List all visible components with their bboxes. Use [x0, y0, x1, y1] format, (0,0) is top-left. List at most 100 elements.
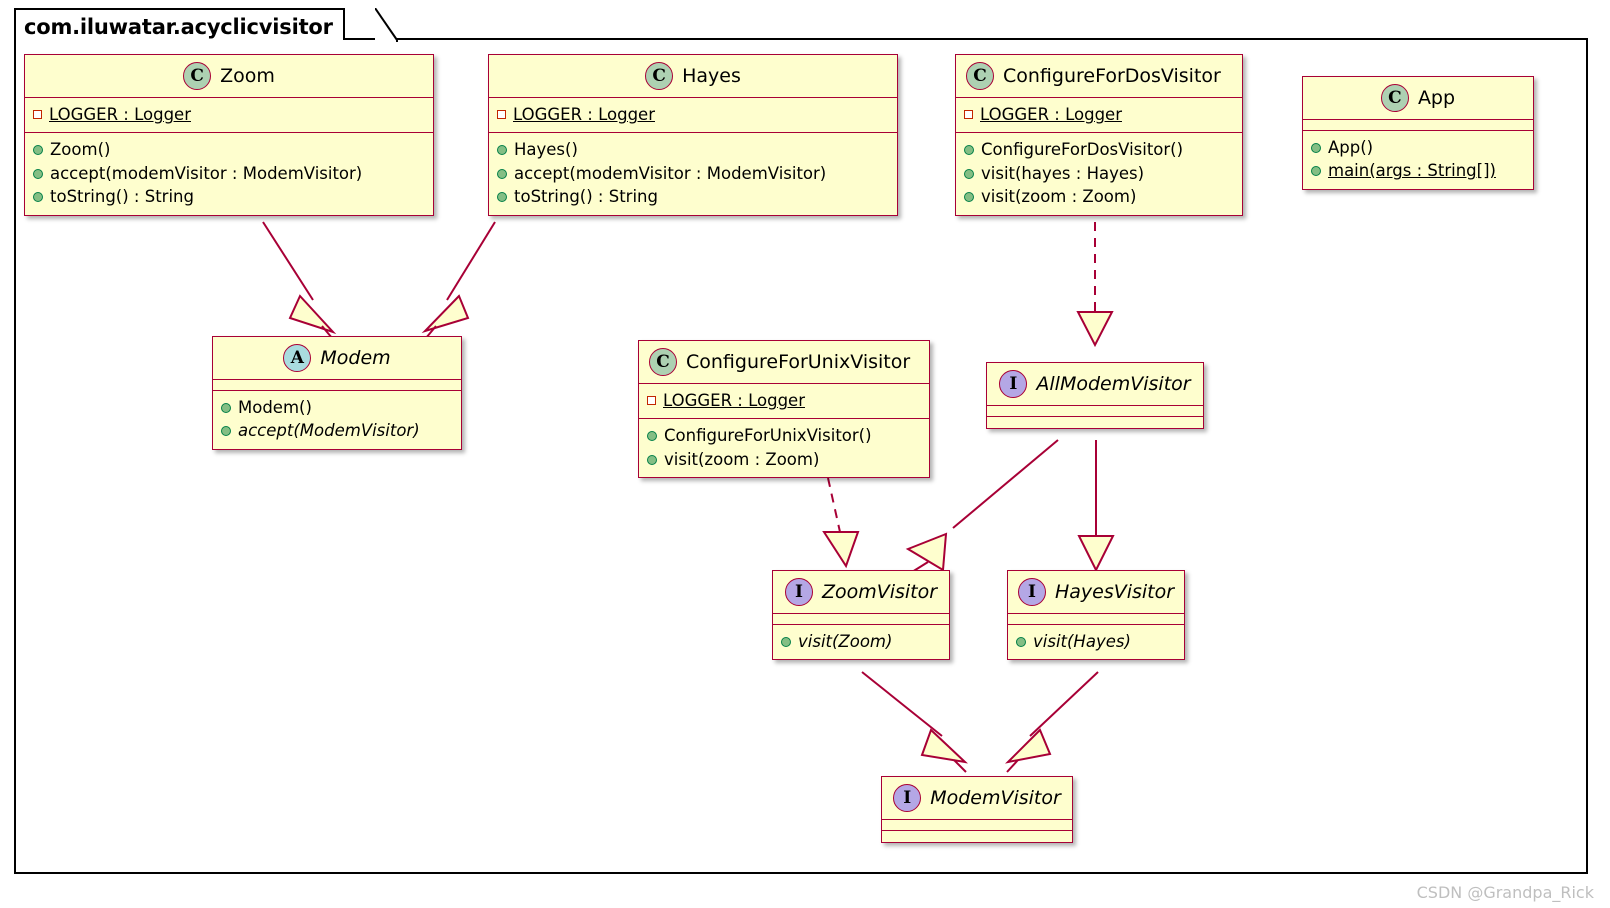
method-row: visit(zoom : Zoom)	[964, 185, 1234, 208]
private-field-icon	[647, 396, 656, 406]
public-method-icon	[1311, 166, 1321, 177]
method-row: visit(zoom : Zoom)	[647, 448, 921, 471]
method-label: visit(zoom : Zoom)	[981, 187, 1137, 207]
field-compartment-configure-for-unix-visitor: LOGGER : Logger	[639, 384, 929, 420]
public-method-icon	[964, 191, 974, 202]
method-label: Zoom()	[50, 140, 111, 160]
interface-badge-icon: I	[893, 784, 922, 812]
method-label: main(args : String[])	[1328, 161, 1496, 181]
class-name-configure-for-unix-visitor: ConfigureForUnixVisitor	[686, 351, 911, 373]
method-compartment-zoom-visitor: visit(Zoom)	[773, 625, 949, 659]
field-compartment-hayes: LOGGER : Logger	[489, 98, 897, 134]
method-compartment-app: App() main(args : String[])	[1303, 131, 1533, 189]
package-tab: com.iluwatar.acyclicvisitor	[14, 8, 345, 40]
field-label: LOGGER : Logger	[513, 105, 655, 124]
package-name-label: com.iluwatar.acyclicvisitor	[24, 14, 333, 39]
public-method-icon	[964, 168, 974, 179]
class-header-app: C App	[1303, 77, 1533, 120]
class-header-zoom: C Zoom	[25, 55, 433, 98]
class-header-configure-for-dos-visitor: C ConfigureForDosVisitor	[956, 55, 1242, 98]
class-badge-icon: C	[1380, 84, 1409, 112]
private-field-icon	[497, 110, 506, 120]
public-method-icon	[221, 402, 231, 413]
interface-header-modem-visitor: I ModemVisitor	[882, 777, 1072, 820]
method-label: accept(ModemVisitor)	[238, 421, 420, 441]
interface-box-zoom-visitor[interactable]: I ZoomVisitor visit(Zoom)	[772, 570, 950, 661]
interface-box-all-modem-visitor[interactable]: I AllModemVisitor	[986, 362, 1204, 429]
method-compartment-configure-for-dos-visitor: ConfigureForDosVisitor() visit(hayes : H…	[956, 133, 1242, 214]
method-label: App()	[1328, 138, 1374, 157]
field-row: LOGGER : Logger	[497, 103, 889, 126]
public-method-icon	[33, 145, 43, 156]
method-label: Hayes()	[514, 140, 578, 160]
interface-header-zoom-visitor: I ZoomVisitor	[773, 571, 949, 614]
field-compartment-zoom: LOGGER : Logger	[25, 98, 433, 134]
class-box-hayes[interactable]: C Hayes LOGGER : Logger Hayes() accept(m…	[488, 54, 898, 216]
method-row: ConfigureForUnixVisitor()	[647, 424, 921, 447]
public-method-icon	[1016, 636, 1026, 647]
class-box-configure-for-dos-visitor[interactable]: C ConfigureForDosVisitor LOGGER : Logger…	[955, 54, 1243, 216]
field-compartment-app	[1303, 120, 1533, 131]
method-row: toString() : String	[497, 185, 889, 208]
class-box-app[interactable]: C App App() main(args : String[])	[1302, 76, 1534, 190]
interface-name-hayes-visitor: HayesVisitor	[1054, 581, 1175, 603]
class-name-configure-for-dos-visitor: ConfigureForDosVisitor	[1003, 65, 1221, 87]
method-row: Zoom()	[33, 138, 425, 161]
method-row: visit(hayes : Hayes)	[964, 162, 1234, 185]
field-compartment-configure-for-dos-visitor: LOGGER : Logger	[956, 98, 1242, 134]
method-compartment-all-modem-visitor	[987, 417, 1203, 428]
field-row: LOGGER : Logger	[33, 103, 425, 126]
public-method-icon	[221, 426, 231, 437]
public-method-icon	[33, 191, 43, 202]
class-name-app: App	[1417, 87, 1456, 109]
class-name-zoom: Zoom	[220, 65, 275, 87]
class-box-zoom[interactable]: C Zoom LOGGER : Logger Zoom() accept(mod…	[24, 54, 434, 216]
public-method-icon	[647, 454, 657, 465]
class-badge-icon: C	[966, 62, 994, 90]
field-compartment-all-modem-visitor	[987, 406, 1203, 417]
public-method-icon	[497, 145, 507, 156]
method-label: visit(hayes : Hayes)	[981, 163, 1145, 183]
method-row: toString() : String	[33, 185, 425, 208]
field-row: LOGGER : Logger	[647, 389, 921, 412]
interface-name-all-modem-visitor: AllModemVisitor	[1036, 373, 1191, 395]
interface-name-zoom-visitor: ZoomVisitor	[821, 581, 938, 603]
interface-badge-icon: I	[999, 370, 1028, 398]
method-row: accept(modemVisitor : ModemVisitor)	[497, 162, 889, 185]
method-compartment-modem-visitor	[882, 831, 1072, 842]
method-label: visit(zoom : Zoom)	[664, 449, 820, 469]
method-label: Modem()	[238, 398, 312, 417]
method-label: visit(Hayes)	[1033, 632, 1131, 651]
method-label: accept(modemVisitor : ModemVisitor)	[514, 163, 827, 183]
private-field-icon	[964, 110, 973, 120]
class-badge-icon: C	[649, 348, 677, 376]
method-label: visit(Zoom)	[798, 632, 893, 651]
method-compartment-zoom: Zoom() accept(modemVisitor : ModemVisito…	[25, 133, 433, 214]
interface-badge-icon: I	[784, 578, 813, 606]
field-compartment-modem-visitor	[882, 820, 1072, 831]
private-field-icon	[33, 110, 42, 120]
interface-box-modem-visitor[interactable]: I ModemVisitor	[881, 776, 1073, 843]
method-label: ConfigureForUnixVisitor()	[664, 426, 872, 446]
method-compartment-hayes: Hayes() accept(modemVisitor : ModemVisit…	[489, 133, 897, 214]
method-label: toString() : String	[514, 187, 658, 207]
method-compartment-configure-for-unix-visitor: ConfigureForUnixVisitor() visit(zoom : Z…	[639, 419, 929, 477]
field-compartment-modem	[213, 380, 461, 391]
interface-box-hayes-visitor[interactable]: I HayesVisitor visit(Hayes)	[1007, 570, 1185, 661]
interface-header-all-modem-visitor: I AllModemVisitor	[987, 363, 1203, 406]
field-compartment-hayes-visitor	[1008, 614, 1184, 625]
public-method-icon	[647, 431, 657, 442]
public-method-icon	[497, 168, 507, 179]
method-row: accept(modemVisitor : ModemVisitor)	[33, 162, 425, 185]
method-row: Hayes()	[497, 138, 889, 161]
method-compartment-hayes-visitor: visit(Hayes)	[1008, 625, 1184, 659]
method-row: Modem()	[221, 396, 453, 419]
method-label: ConfigureForDosVisitor()	[981, 140, 1184, 160]
class-box-configure-for-unix-visitor[interactable]: C ConfigureForUnixVisitor LOGGER : Logge…	[638, 340, 930, 479]
interface-badge-icon: I	[1017, 578, 1046, 606]
class-box-modem[interactable]: A Modem Modem() accept(ModemVisitor)	[212, 336, 462, 450]
field-label: LOGGER : Logger	[980, 105, 1122, 124]
package-tab-corner-fold	[375, 8, 403, 42]
field-compartment-zoom-visitor	[773, 614, 949, 625]
